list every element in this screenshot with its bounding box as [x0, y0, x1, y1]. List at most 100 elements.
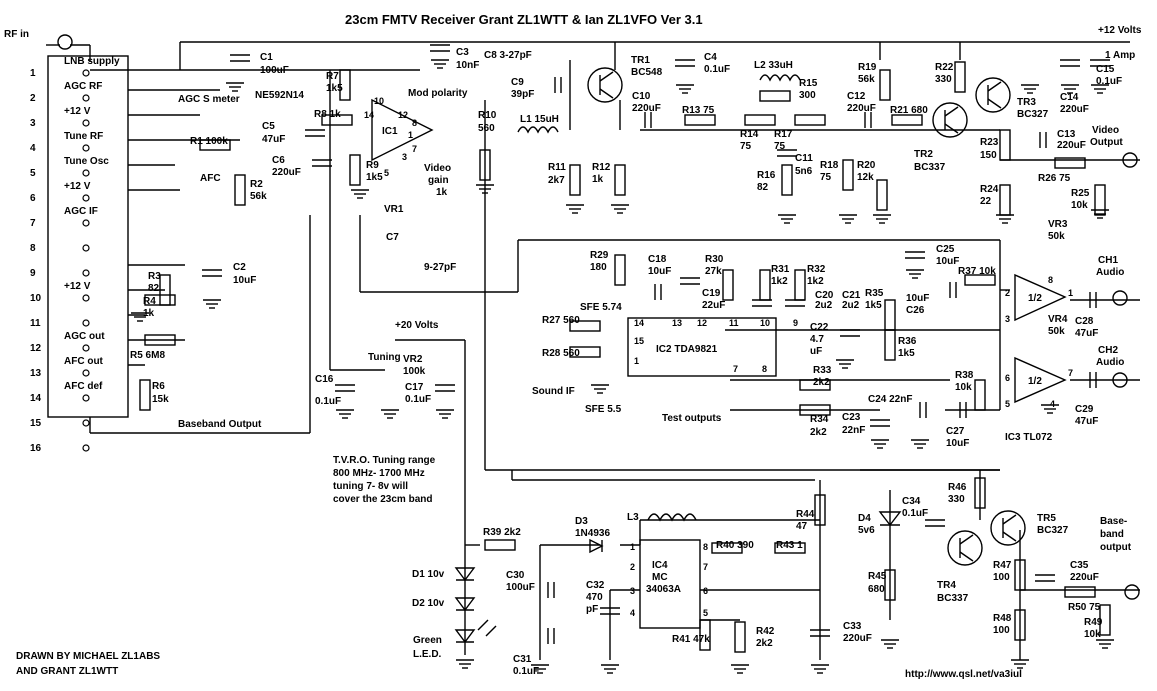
connector-pin-6: 6 [30, 193, 36, 204]
components-c19-0-label: C19 [702, 288, 721, 299]
pin-terminal [82, 419, 90, 427]
ground-icon [839, 214, 857, 224]
ic3a-label: 1/2 [1028, 293, 1042, 304]
r32-resistor [794, 269, 806, 301]
components-c22-2-label: uF [810, 346, 822, 357]
r33-resistor [799, 379, 831, 391]
c25-capacitor [905, 251, 925, 259]
ground-icon [336, 409, 354, 419]
r49-resistor [1099, 604, 1111, 636]
components-l1-label: L1 15uH [520, 114, 559, 125]
ground-icon [601, 664, 619, 674]
components-vr3-0-label: VR3 [1048, 219, 1068, 230]
components-r25-0-label: R25 [1071, 188, 1090, 199]
components-c10-1-label: 220uF [632, 103, 661, 114]
labels-ch1-label: CH1 [1098, 255, 1118, 266]
components-r36-0-label: R36 [898, 336, 917, 347]
pin-number: 4 [630, 608, 635, 618]
connector-pin-13: 13 [30, 368, 42, 379]
r43-resistor [774, 542, 806, 554]
components-c20-1-label: 2u2 [815, 300, 833, 311]
labels-d1-label: D1 10v [412, 569, 445, 580]
components-c24-label: C24 22nF [868, 394, 912, 405]
pin-number: 7 [412, 144, 417, 154]
labels-tuning-label: Tuning [368, 352, 401, 363]
components-r43-label: R43 1 [776, 540, 803, 551]
pin-number: 9 [793, 318, 798, 328]
components-r11-1-label: 2k7 [548, 175, 565, 186]
components-c25-1-label: 10uF [936, 256, 959, 267]
ground-icon [351, 189, 369, 199]
labels-green-label: Green [413, 635, 442, 646]
labels-ch2-label: CH2 [1098, 345, 1118, 356]
ground-icon [1041, 404, 1059, 414]
pin-number: 2 [630, 562, 635, 572]
components-d3-1-label: 1N4936 [575, 528, 610, 539]
components-c26-1-label: C26 [906, 305, 925, 316]
c21-capacitor [752, 299, 772, 307]
components-r16-1-label: 82 [757, 182, 769, 193]
components-c15-0-label: C15 [1096, 64, 1115, 75]
pin-terminal [82, 94, 90, 102]
supplies-plus12-label: +12 Volts [1098, 25, 1142, 36]
wiring [89, 41, 1140, 660]
connector-pin-7: 7 [30, 218, 36, 229]
connector-label-10: +12 V [64, 281, 91, 292]
connector-outline [47, 55, 129, 418]
c5-capacitor [305, 129, 325, 137]
c19-capacitor [680, 277, 700, 285]
components-r16-0-label: R16 [757, 170, 776, 181]
components-c12-0-label: C12 [847, 91, 866, 102]
components-r10-1-label: 560 [478, 123, 495, 134]
labels-vr1_value-label: 1k [436, 187, 448, 198]
c3-capacitor [430, 44, 450, 52]
components-r47-1-label: 100 [993, 572, 1010, 583]
components-c2-1-label: 10uF [233, 275, 256, 286]
labels-vr1-label: VR1 [384, 204, 404, 215]
pin-number: 4 [1050, 399, 1055, 409]
components-r5-label: R5 6M8 [130, 350, 165, 361]
ic4-mc34063a: IC4 MC 34063A [639, 539, 701, 629]
output-jacks [1112, 152, 1140, 600]
pin-terminal [82, 444, 90, 452]
labels-sfe55-label: SFE 5.5 [585, 404, 622, 415]
ground-icon [1021, 84, 1039, 94]
components-r3-1-label: 82 [148, 283, 160, 294]
components-c18-1-label: 10uF [648, 266, 671, 277]
components-r20-0-label: R20 [857, 160, 876, 171]
components-r38-1-label: 10k [955, 382, 972, 393]
components-c3-1-label: 10nF [456, 60, 479, 71]
ground-icon [531, 664, 549, 674]
ground-icon [676, 84, 694, 94]
components-r42-0-label: R42 [756, 626, 775, 637]
r20-resistor [876, 179, 888, 211]
c14-capacitor [1060, 59, 1080, 67]
r44-resistor [814, 494, 826, 526]
components-r22-0-label: R22 [935, 62, 954, 73]
components-vr2-0-label: VR2 [403, 354, 423, 365]
r26-resistor [1054, 157, 1086, 169]
r38-resistor [974, 379, 986, 411]
ground-icon [611, 204, 629, 214]
r39-resistor [484, 539, 516, 551]
pin-number: 1 [408, 130, 413, 140]
components-c31-0-label: C31 [513, 654, 532, 665]
components-c29-0-label: C29 [1075, 404, 1094, 415]
components-r27-label: R27 560 [542, 315, 580, 326]
components-r20-1-label: 12k [857, 172, 874, 183]
components-c11-0-label: C11 [795, 153, 813, 164]
components-c14-0-label: C14 [1060, 92, 1079, 103]
note-line-4: cover the 23cm band [333, 494, 432, 505]
transistors [587, 67, 1026, 566]
components-c4-1-label: 0.1uF [704, 64, 730, 75]
connector-label-3: +12 V [64, 106, 91, 117]
pin-terminal [82, 394, 90, 402]
r5-resistor [144, 334, 176, 346]
r22-resistor [954, 61, 966, 93]
ground-icon [476, 184, 494, 194]
note-line-3: tuning 7- 8v will [333, 481, 408, 492]
components-c6-1-label: 220uF [272, 167, 301, 178]
pin-number: 10 [374, 96, 384, 106]
connector-label-1: LNB supply [64, 56, 120, 67]
